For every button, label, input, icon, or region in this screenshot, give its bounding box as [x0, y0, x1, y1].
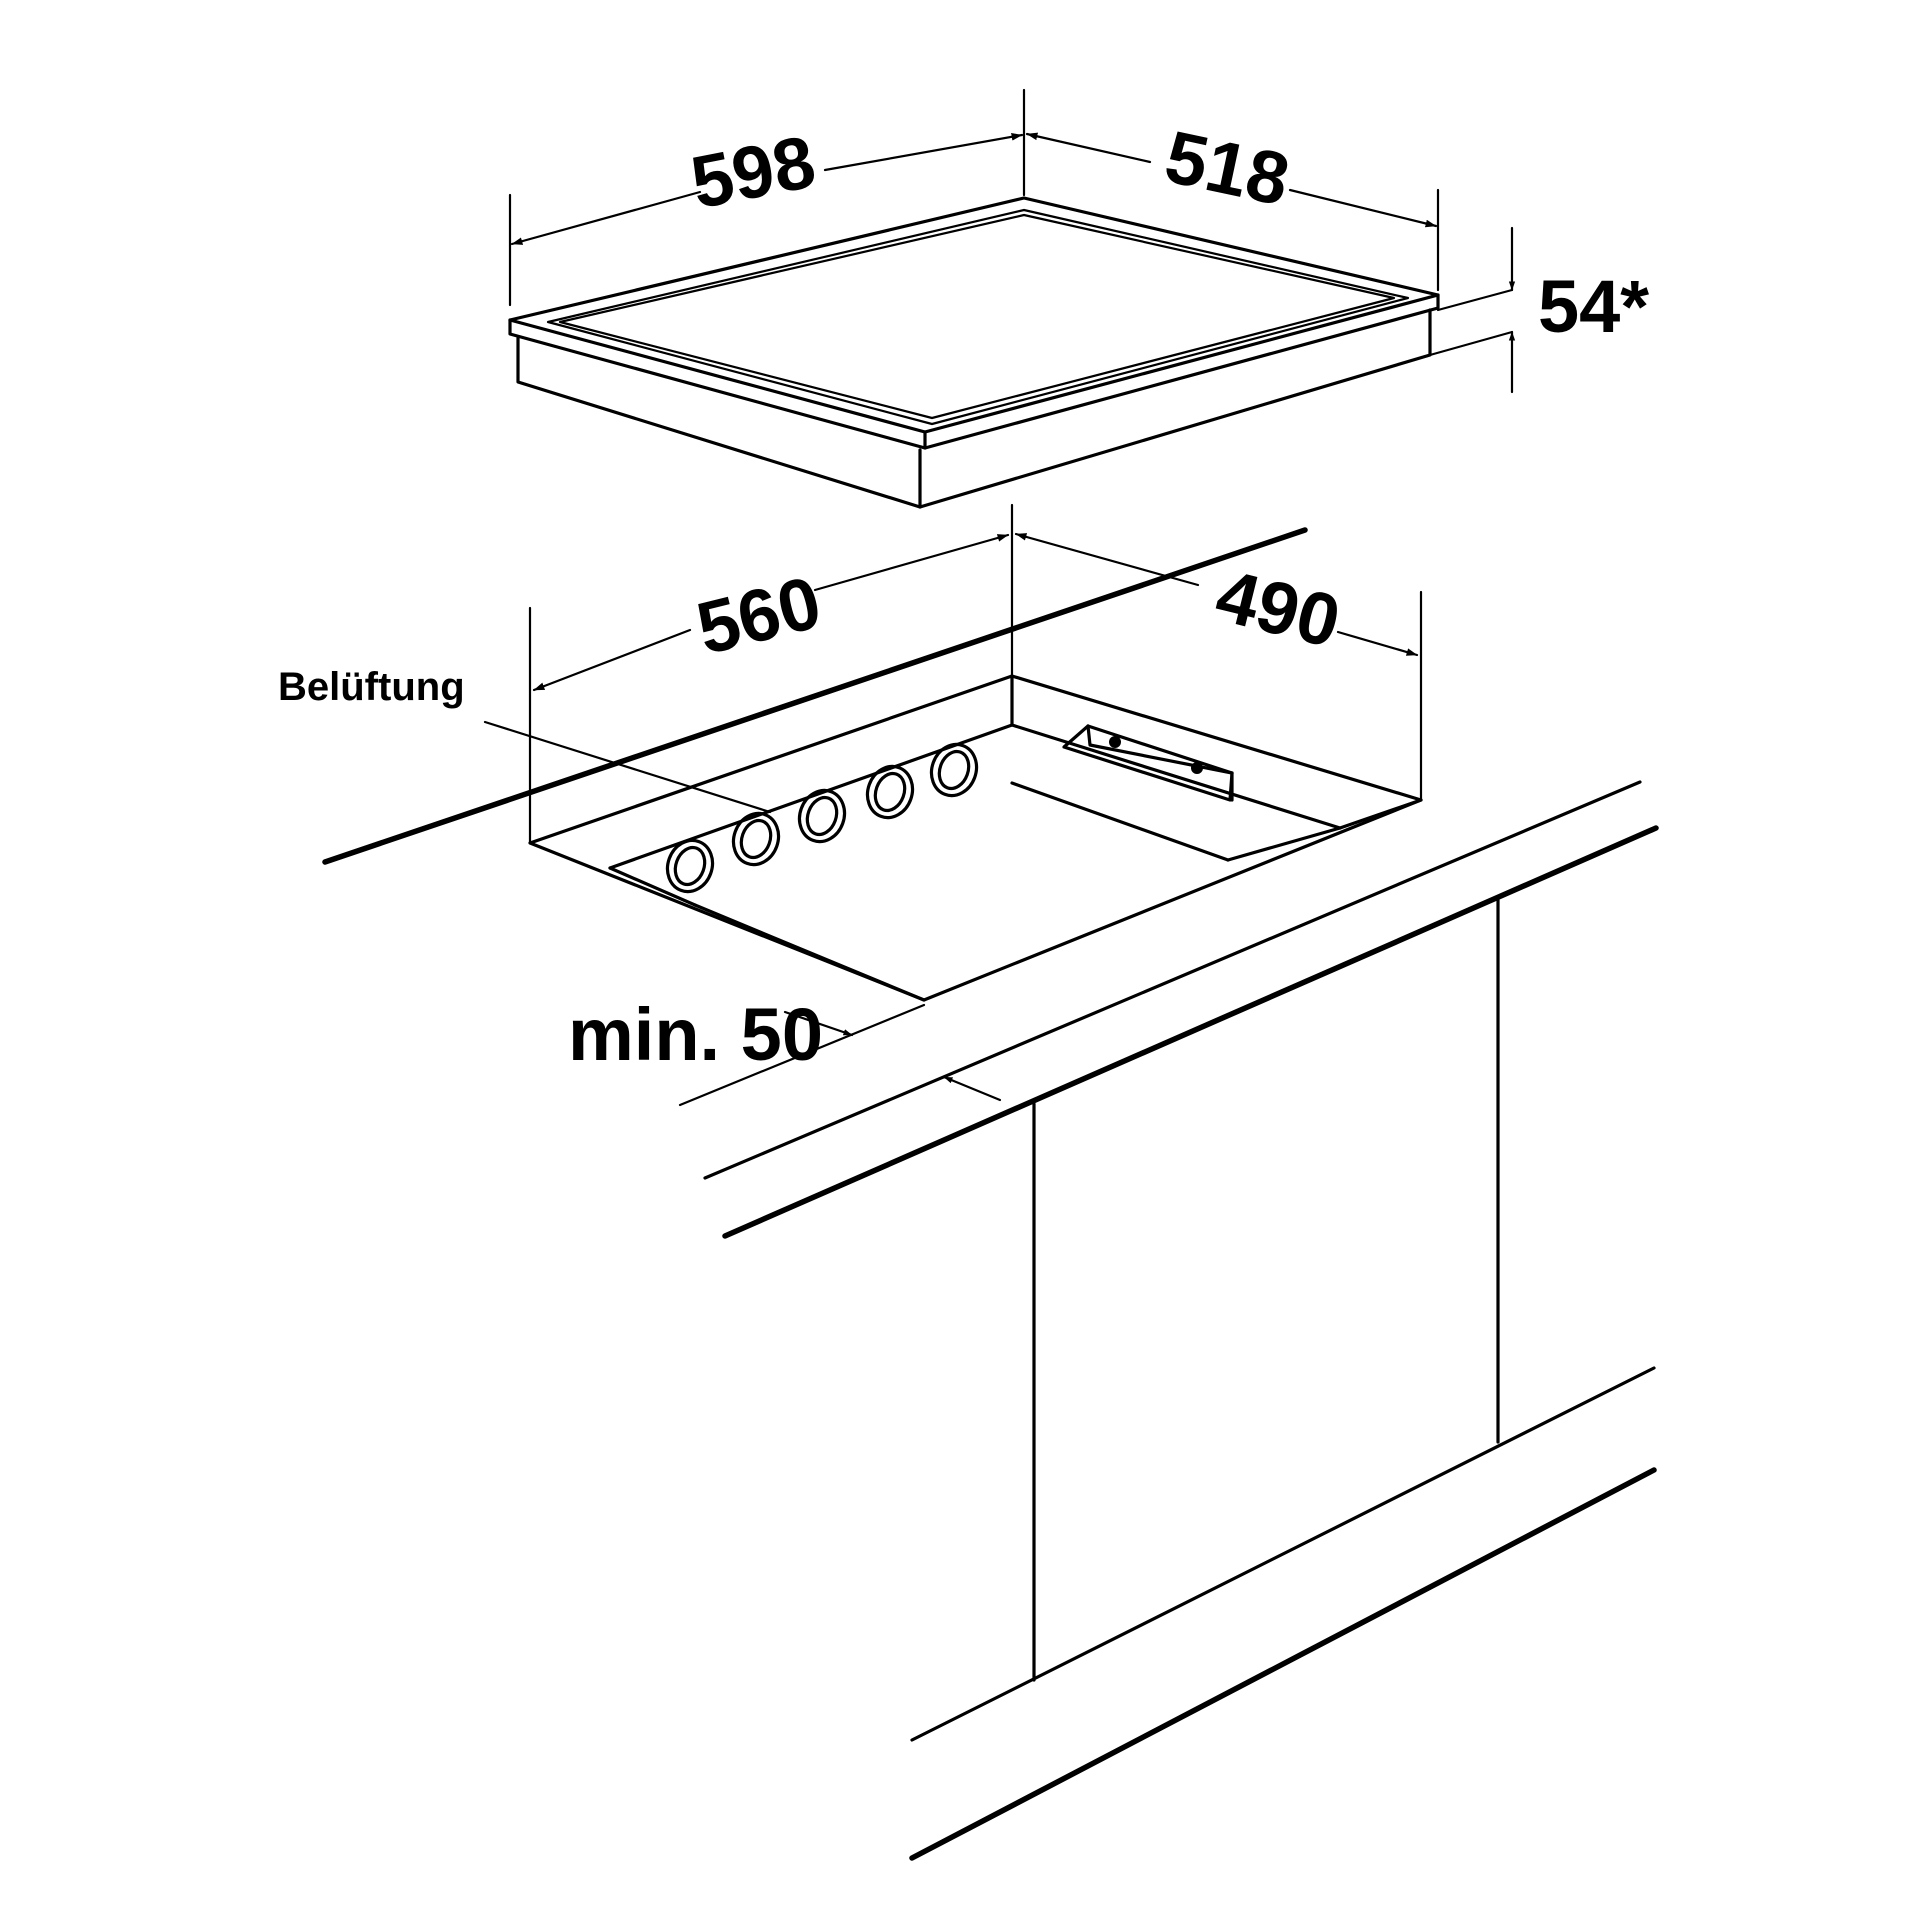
- hob-top-edge: [508, 293, 1440, 450]
- vent-hole-2: [731, 811, 781, 867]
- cutout-floor-back: [1010, 781, 1230, 862]
- dim-min50-arrow-lower: [942, 1075, 1002, 1102]
- label-ventilation: Belüftung: [278, 665, 465, 709]
- bracket-top: [1086, 724, 1234, 775]
- ext-54-top: [1436, 288, 1514, 312]
- dim-490-line-right: [1336, 630, 1419, 657]
- dim-518-line-left: [1025, 132, 1152, 164]
- cutout-right-step: [1338, 798, 1423, 830]
- dim-min-distance: min. 50: [568, 993, 823, 1076]
- dim-cutout-depth: 490: [1208, 553, 1348, 663]
- vent-hole-4-inner: [873, 771, 907, 813]
- cutout-floor-right: [1226, 826, 1342, 862]
- cutout-inner-left: [608, 866, 697, 907]
- dim-hob-width: 598: [685, 119, 822, 224]
- dim-598-line-left: [510, 190, 702, 246]
- vent-hole-3: [797, 788, 847, 844]
- worktop-front-bottom: [722, 825, 1659, 1239]
- hob-body: [516, 308, 1432, 509]
- cutout-floor-left: [693, 903, 926, 1002]
- plinth-bottom: [909, 1467, 1657, 1861]
- ventilation-holes: [665, 742, 979, 894]
- dim-598-line-right: [823, 133, 1024, 172]
- plinth-top: [910, 1366, 1656, 1742]
- front-ref-line: [678, 1003, 926, 1107]
- worktop-front-top: [703, 780, 1642, 1180]
- dim-560-line-left: [532, 628, 692, 692]
- ext-54-bottom: [1428, 330, 1514, 357]
- cabinet: [703, 780, 1659, 1861]
- dim-cutout-width: 560: [689, 560, 829, 670]
- cutout-inner-right: [1010, 723, 1342, 830]
- hob: [508, 196, 1440, 509]
- vent-hole-3-inner: [805, 795, 839, 837]
- bracket-outline: [1062, 724, 1234, 802]
- vent-hole-2-inner: [739, 818, 773, 860]
- dim-560-line-right: [813, 533, 1010, 592]
- dim-hob-height: 54*: [1538, 265, 1649, 348]
- dim-min50-arrow-upper: [783, 1010, 854, 1037]
- hob-inner-frame-2: [558, 213, 1396, 420]
- bracket-screw-1: [1109, 736, 1121, 748]
- vent-hole-1: [665, 838, 715, 894]
- hob-inner-frame: [546, 208, 1410, 426]
- front-edge: min. 50: [568, 993, 1002, 1107]
- vent-hole-1-inner: [673, 845, 707, 887]
- bracket-screw-2: [1191, 762, 1203, 774]
- vent-hole-4: [865, 764, 915, 820]
- dim-518-line-right: [1288, 188, 1438, 228]
- vent-hole-5: [929, 742, 979, 798]
- hob-top-outline: [508, 196, 1440, 434]
- dim-hob-depth: 518: [1158, 115, 1296, 222]
- cutout-outline: [528, 674, 1423, 1002]
- worktop-back-edge: [322, 527, 1308, 865]
- mounting-bracket: [1062, 724, 1234, 802]
- vent-hole-5-inner: [937, 749, 971, 791]
- hob-dimensions: 598 518 54*: [508, 88, 1649, 394]
- cutout-dimensions: 560 490 Belüftung: [278, 503, 1423, 845]
- leader-ventilation: [483, 720, 772, 814]
- dim-490-line-left: [1014, 532, 1200, 587]
